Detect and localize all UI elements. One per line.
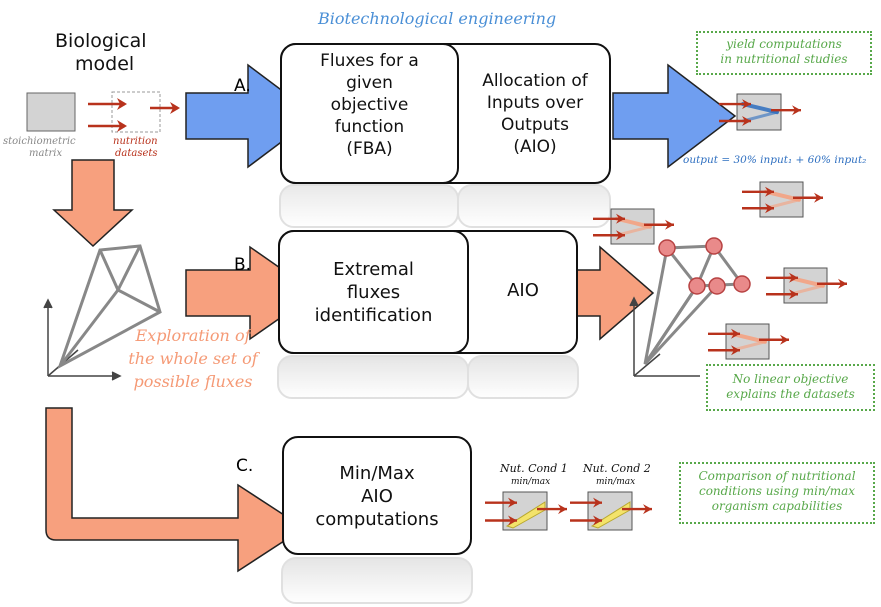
row-b-note-line: explains the datasets <box>726 387 855 401</box>
row-a-inner-line: given <box>346 73 393 93</box>
polytope-right <box>629 237 751 377</box>
arrow-b-out <box>573 245 655 341</box>
row-a-inner-line: Fluxes for a <box>320 51 419 71</box>
row-c-note-line: organism capabilities <box>711 499 843 513</box>
polytope-left <box>43 244 162 381</box>
row-a-letter: A. <box>234 76 251 96</box>
flux-box-b2 <box>742 181 823 218</box>
flux-box-b4 <box>708 323 789 360</box>
output-formula: output = 30% input₁ + 60% input₂ <box>683 154 867 166</box>
flux-box-c1 <box>485 491 567 531</box>
stoichiometric-matrix-graphic <box>26 91 180 133</box>
row-b-outer-label: AIO <box>507 280 539 301</box>
page-title: Biotechnological engineering <box>318 9 557 28</box>
row-a-inner-box <box>280 43 459 184</box>
cond2-sub: min/max <box>596 477 636 487</box>
row-a-inner-line: function <box>334 117 405 137</box>
model-heading-line2: model <box>75 53 135 75</box>
cond1-label: Nut. Cond 1 <box>500 462 568 475</box>
row-a-inner-line: objective <box>330 95 409 115</box>
row-a-outer-line: Allocation of <box>482 71 588 91</box>
row-c-note-line: Comparison of nutritional <box>698 469 856 483</box>
flux-box-a <box>719 93 801 131</box>
row-b-note: No linear objective explains the dataset… <box>706 364 875 411</box>
row-c-box <box>282 436 472 555</box>
row-a-note: yield computations in nutritional studie… <box>696 31 872 75</box>
row-a-inner-text: Fluxes for a given objective function (F… <box>282 50 457 160</box>
row-c-line: Min/Max <box>339 463 415 484</box>
matrix-label-line2: matrix <box>29 148 63 159</box>
row-b-inner-text: Extremal fluxes identification <box>280 258 467 327</box>
row-a-note-line: in nutritional studies <box>720 52 848 66</box>
row-a-note-line: yield computations <box>726 37 842 51</box>
exploration-line: the whole set of <box>128 349 258 368</box>
row-b-inner-line: fluxes <box>346 282 401 303</box>
exploration-line: possible fluxes <box>133 372 253 391</box>
row-b-note-line: No linear objective <box>732 372 849 386</box>
row-a-outer-line: Inputs over <box>486 93 584 113</box>
flux-box-b3 <box>766 267 847 304</box>
flux-box-b1 <box>593 208 674 245</box>
cond1-sub: min/max <box>511 477 551 487</box>
row-c-line: AIO <box>361 486 393 507</box>
row-a-inner-line: (FBA) <box>346 139 393 159</box>
arrow-a-out <box>612 63 737 169</box>
row-c-note: Comparison of nutritional conditions usi… <box>679 462 875 524</box>
row-a-outer-line: (AIO) <box>513 137 557 157</box>
flux-box-c2 <box>570 491 652 531</box>
row-b-letter: B. <box>234 255 252 275</box>
row-b-inner-box <box>278 230 469 354</box>
arrow-c <box>45 407 306 573</box>
row-c-note-line: conditions using min/max <box>698 484 856 498</box>
row-c-letter: C. <box>236 456 254 476</box>
box-reflections <box>277 184 611 604</box>
matrix-label-line1: stoichiometric <box>3 136 76 147</box>
datasets-label-line2: datasets <box>115 148 158 159</box>
row-b-inner-line: identification <box>314 305 433 326</box>
exploration-text: Exploration of the whole set of possible… <box>118 324 268 393</box>
row-b-inner-line: Extremal <box>333 259 414 280</box>
cond2-label: Nut. Cond 2 <box>583 462 651 475</box>
model-heading-line1: Biological <box>55 30 147 52</box>
row-a-outer-text: Allocation of Inputs over Outputs (AIO) <box>460 70 610 158</box>
row-a-outer-line: Outputs <box>501 115 569 135</box>
flux-boxes <box>485 93 847 531</box>
row-c-line: computations <box>315 509 439 530</box>
datasets-label-line1: nutrition <box>113 136 158 147</box>
row-c-text: Min/Max AIO computations <box>284 462 470 531</box>
exploration-line: Exploration of <box>135 326 251 345</box>
arrow-down <box>52 159 134 248</box>
